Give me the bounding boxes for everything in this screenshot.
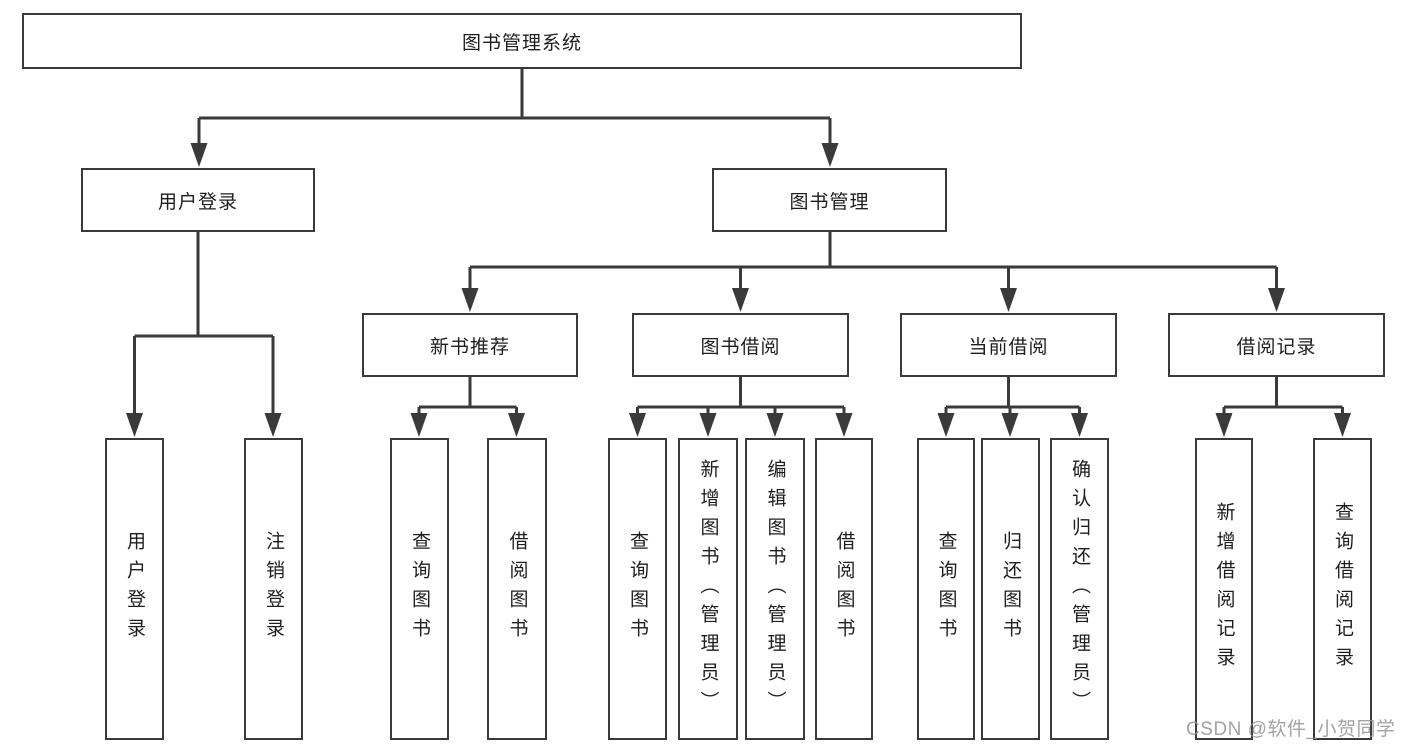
leaf-query-books-1-label: 查询图书 (409, 531, 430, 647)
node-current-borrowing-label: 当前借阅 (968, 336, 1049, 358)
leaf-query-borrow-record: 查询借阅记录 (1313, 438, 1372, 740)
leaf-add-books-admin: 新增图书（管理员） (678, 438, 738, 740)
node-new-book-recommend: 新书推荐 (362, 313, 578, 377)
leaf-add-borrow-record-label: 新增借阅记录 (1213, 502, 1235, 676)
leaf-query-books-2: 查询图书 (608, 438, 667, 740)
node-root-library-system: 图书管理系统 (22, 13, 1022, 69)
leaf-edit-books-admin: 编辑图书（管理员） (745, 438, 805, 740)
node-user-login: 用户登录 (81, 168, 315, 232)
node-new-book-recommend-label: 新书推荐 (429, 336, 510, 358)
leaf-query-books-2-label: 查询图书 (627, 531, 648, 647)
leaf-confirm-return-admin-label: 确认归还（管理员） (1069, 458, 1090, 720)
node-root-label: 图书管理系统 (461, 32, 582, 54)
leaf-logout: 注销登录 (244, 438, 303, 740)
leaf-borrow-books-1-label: 借阅图书 (506, 531, 528, 647)
connector-records-to-leaves (1215, 377, 1351, 437)
node-current-borrowing: 当前借阅 (900, 313, 1117, 377)
connector-newbooks-to-leaves (410, 377, 525, 437)
leaf-edit-books-admin-label: 编辑图书（管理员） (764, 458, 786, 720)
connector-userlogin-to-leaves (126, 232, 282, 437)
leaf-return-books-label: 归还图书 (1000, 531, 1021, 647)
leaf-query-books-1: 查询图书 (390, 438, 449, 740)
leaf-query-books-3-label: 查询图书 (935, 531, 957, 647)
leaf-return-books: 归还图书 (981, 438, 1040, 740)
connector-root-to-level2 (190, 67, 839, 167)
leaf-add-borrow-record: 新增借阅记录 (1195, 438, 1253, 740)
leaf-user-login-label: 用户登录 (124, 531, 145, 647)
node-user-login-label: 用户登录 (157, 191, 238, 213)
node-book-borrowing: 图书借阅 (632, 313, 849, 377)
leaf-borrow-books-1: 借阅图书 (487, 438, 547, 740)
leaf-add-books-admin-label: 新增图书（管理员） (697, 458, 719, 720)
leaf-logout-label: 注销登录 (263, 531, 284, 647)
node-book-borrowing-label: 图书借阅 (700, 336, 781, 358)
connector-current-to-leaves (937, 377, 1088, 437)
node-book-management: 图书管理 (712, 168, 947, 232)
leaf-query-books-3: 查询图书 (917, 438, 975, 740)
leaf-borrow-books-2-label: 借阅图书 (833, 531, 855, 647)
leaf-borrow-books-2: 借阅图书 (815, 438, 873, 740)
node-borrowing-records: 借阅记录 (1168, 313, 1385, 377)
leaf-user-login: 用户登录 (105, 438, 164, 740)
csdn-watermark: CSDN @软件_小贺同学 (1186, 719, 1396, 740)
connector-borrowing-to-leaves (629, 377, 853, 437)
node-book-management-label: 图书管理 (789, 191, 870, 213)
leaf-query-borrow-record-label: 查询借阅记录 (1332, 502, 1353, 676)
leaf-confirm-return-admin: 确认归还（管理员） (1050, 438, 1109, 740)
node-borrowing-records-label: 借阅记录 (1236, 336, 1317, 358)
connector-bookmgmt-to-categories (461, 232, 1285, 312)
